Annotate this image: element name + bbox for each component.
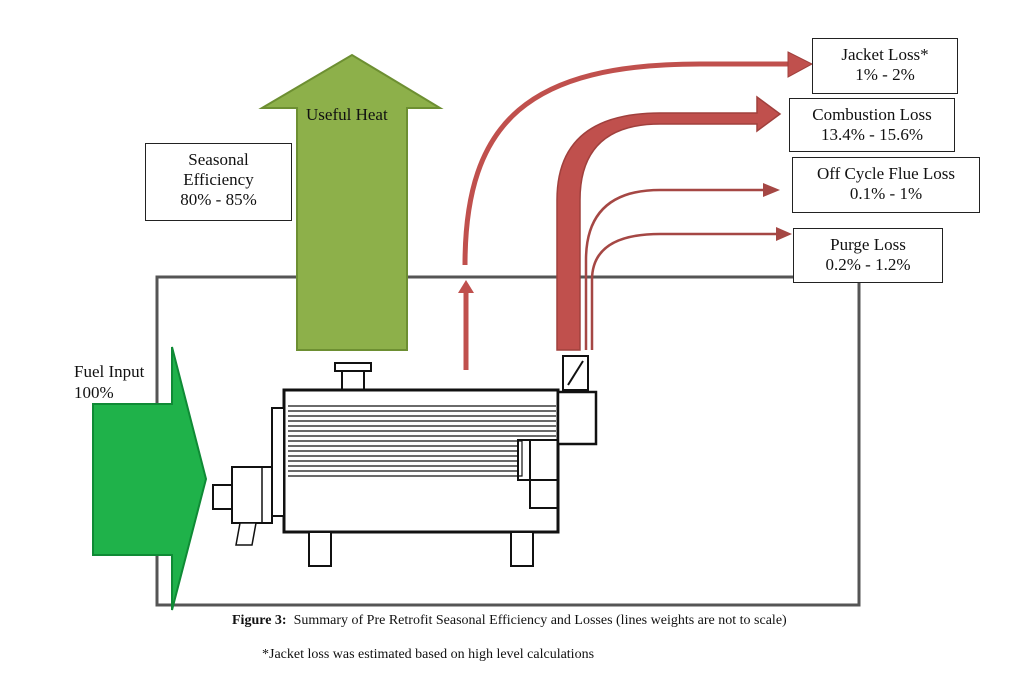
figure-caption-label: Figure 3:: [232, 613, 287, 628]
purge-loss-value: 0.2% - 1.2%: [825, 255, 911, 274]
figure-caption: Figure 3: Summary of Pre Retrofit Season…: [232, 613, 787, 629]
fuel-input-arrow: [92, 346, 208, 611]
combustion-loss-box: Combustion Loss 13.4% - 15.6%: [789, 98, 955, 152]
seasonal-efficiency-title-2: Efficiency: [183, 170, 254, 189]
fuel-input-label: Fuel Input 100%: [74, 361, 144, 403]
jacket-loss-title: Jacket Loss*: [841, 45, 929, 64]
seasonal-efficiency-value: 80% - 85%: [180, 190, 257, 209]
useful-heat-label: Useful Heat: [306, 105, 388, 124]
footnote: *Jacket loss was estimated based on high…: [262, 647, 595, 662]
off-cycle-flue-loss-value: 0.1% - 1%: [849, 184, 923, 203]
fuel-input-title: Fuel Input: [74, 362, 145, 381]
jacket-loss-box: Jacket Loss* 1% - 2%: [812, 38, 958, 94]
useful-heat-arrow: [258, 53, 444, 351]
fuel-input-value: 100%: [74, 383, 114, 402]
jacket-loss-value: 1% - 2%: [855, 65, 915, 84]
off-cycle-flue-loss-arrow: [584, 188, 765, 350]
purge-loss-arrow: [590, 232, 778, 350]
combustion-loss-title: Combustion Loss: [812, 105, 932, 124]
jacket-loss-arrowhead: [787, 51, 814, 78]
off-cycle-flue-loss-arrowhead: [763, 183, 780, 197]
purge-loss-box: Purge Loss 0.2% - 1.2%: [793, 228, 943, 283]
seasonal-efficiency-box: Seasonal Efficiency 80% - 85%: [145, 143, 292, 221]
combustion-loss-value: 13.4% - 15.6%: [821, 125, 923, 144]
jacket-loss-arrow: [462, 61, 790, 266]
seasonal-efficiency-title-1: Seasonal: [188, 150, 249, 169]
off-cycle-flue-loss-title: Off Cycle Flue Loss: [816, 164, 956, 183]
figure-caption-text: Summary of Pre Retrofit Seasonal Efficie…: [286, 613, 787, 628]
combustion-loss-arrow: [556, 95, 782, 351]
purge-loss-arrowhead: [776, 227, 792, 241]
boiler-drawing: [212, 355, 598, 567]
jacket-loss-stub-arrowhead: [458, 280, 474, 293]
off-cycle-flue-loss-box: Off Cycle Flue Loss 0.1% - 1%: [792, 157, 980, 213]
purge-loss-title: Purge Loss: [830, 235, 906, 254]
